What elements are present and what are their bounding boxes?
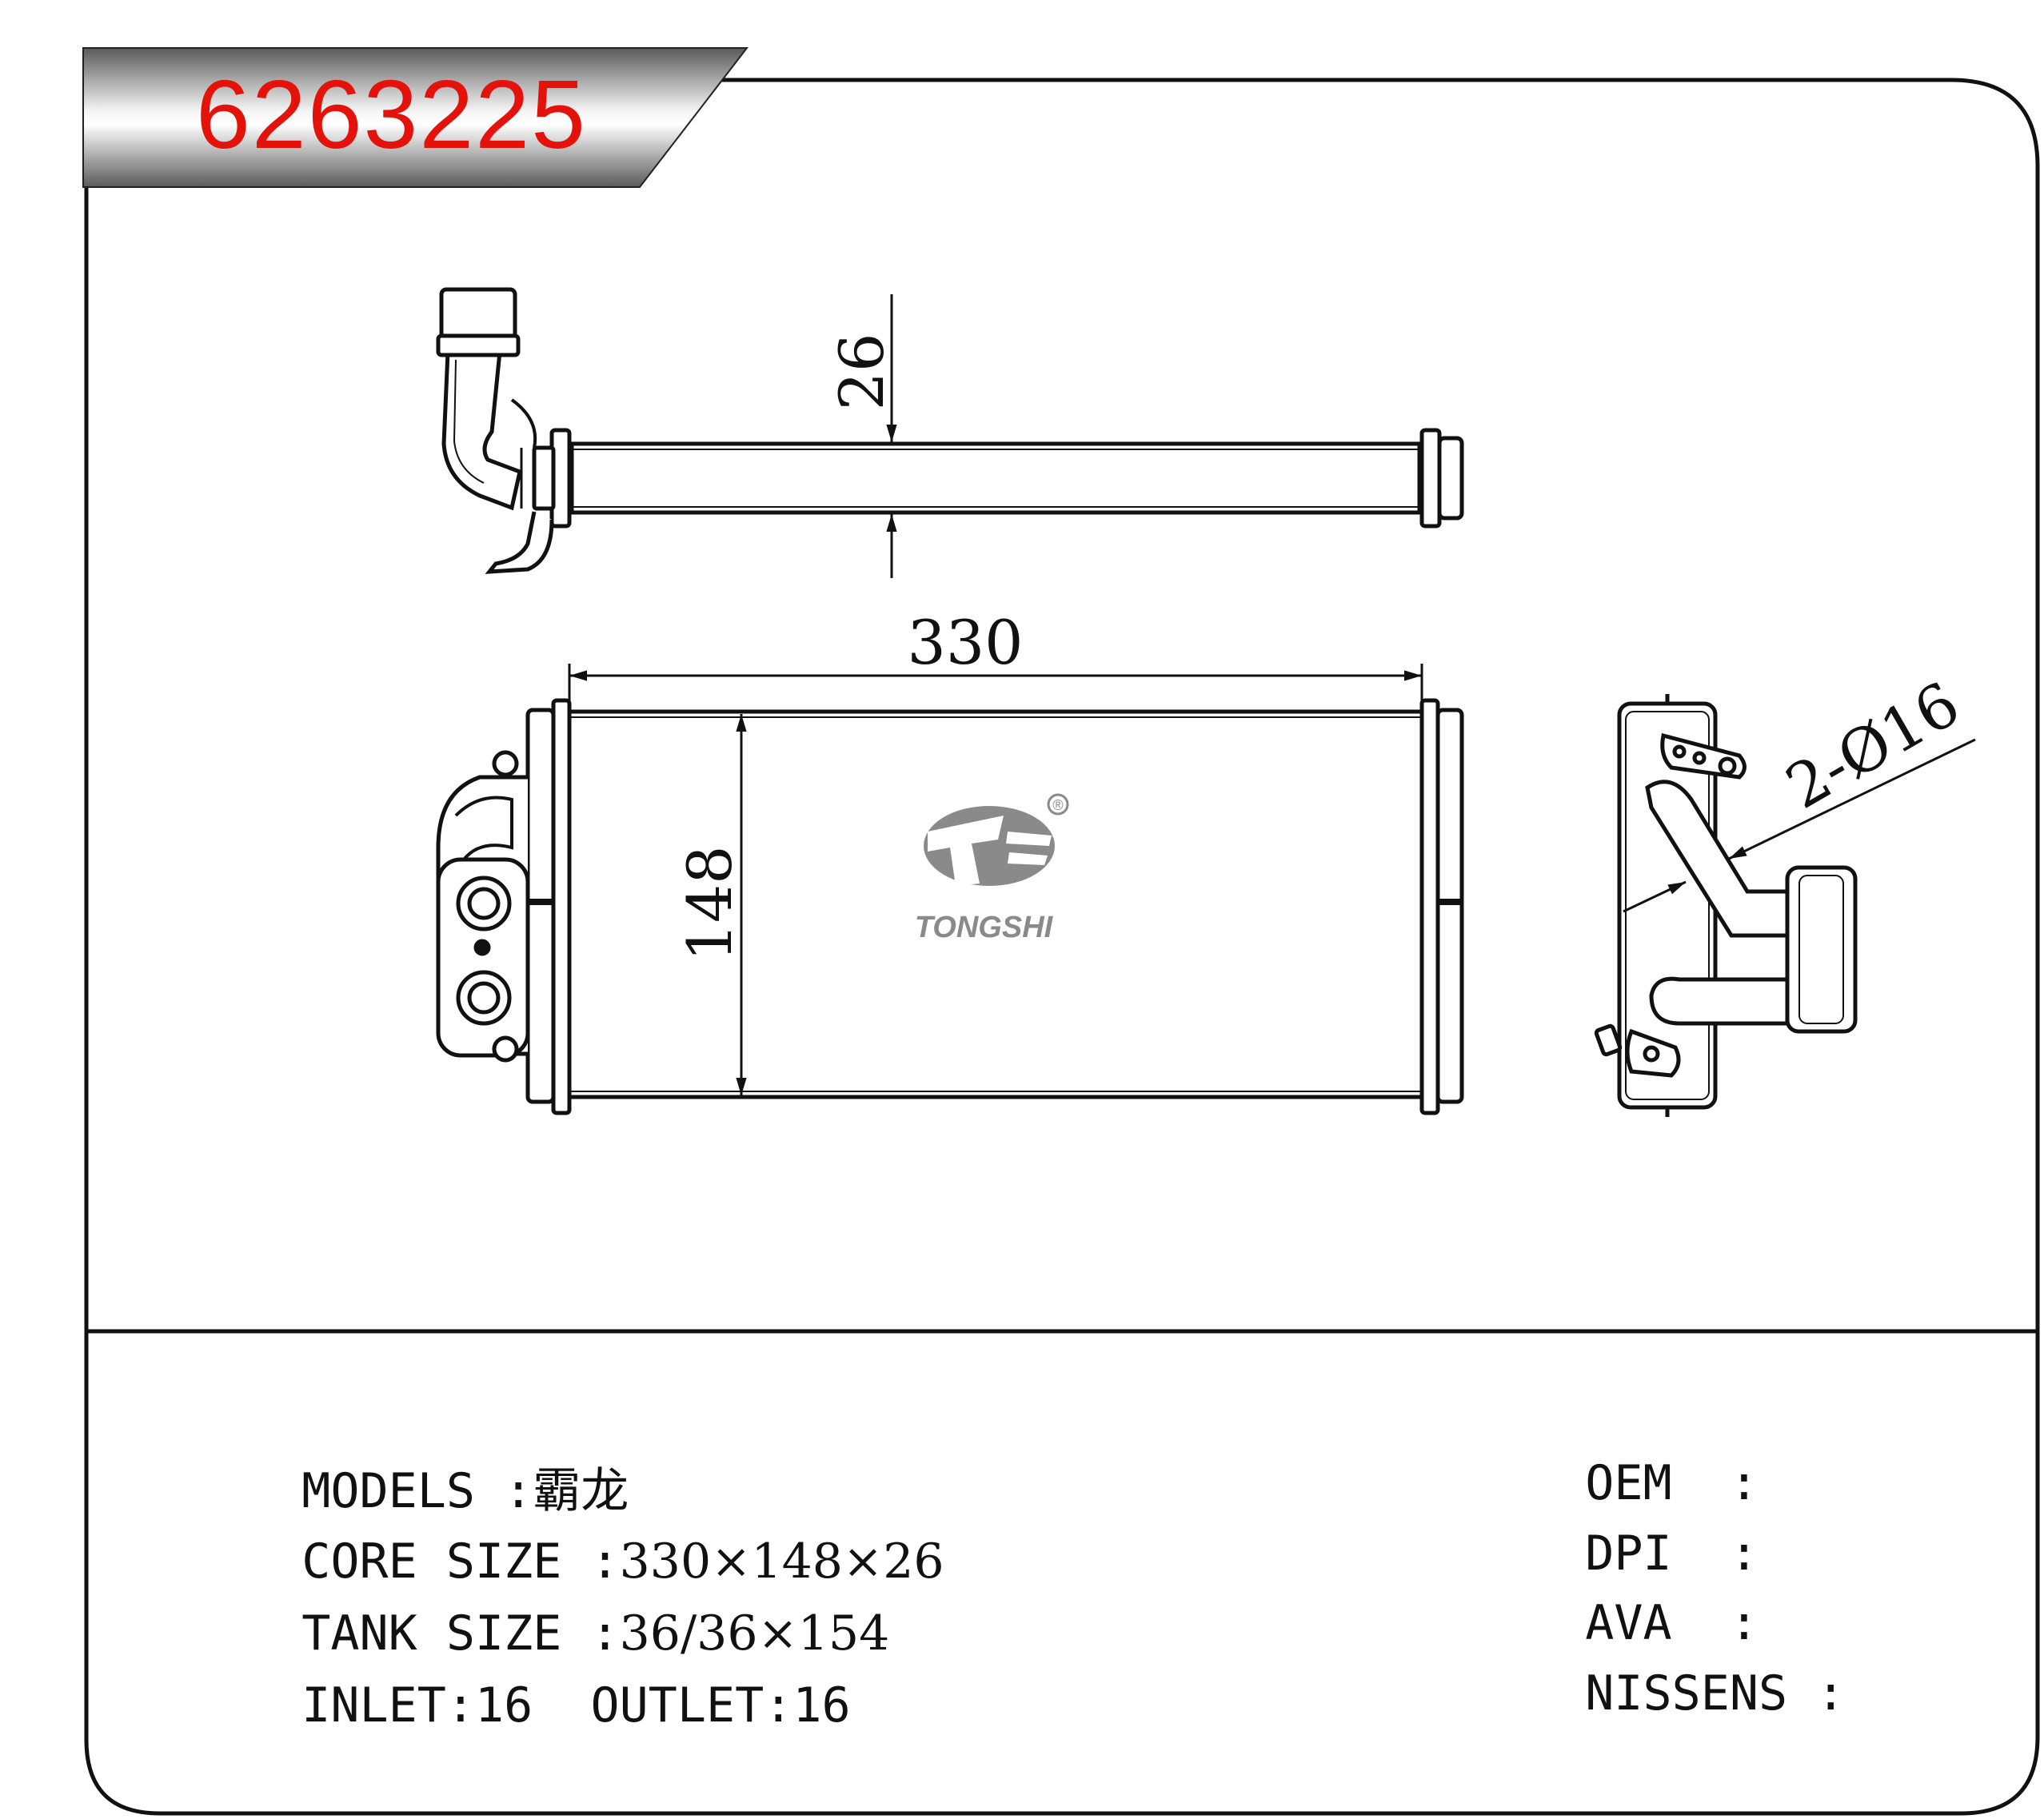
dpi-label: DPI [1585, 1526, 1672, 1582]
front-top-bolt [492, 750, 519, 777]
inlet-value: 16 [475, 1677, 533, 1733]
part-number: 6263225 [196, 60, 587, 169]
side-lower-pipe [1649, 976, 1790, 1026]
top-view [436, 287, 1464, 574]
models-value: 霸龙 [533, 1463, 629, 1519]
cross-ref-dpi: DPI : [1585, 1526, 1759, 1582]
tank-size-label: TANK SIZE : [301, 1606, 620, 1661]
top-right-tank [1419, 428, 1442, 529]
tongshi-logo: ® TONGSHI [915, 793, 1069, 944]
height-label: 148 [674, 845, 745, 961]
nissens-label: NISSENS [1585, 1665, 1788, 1721]
part-number-banner [82, 47, 749, 188]
front-bottom-bolt [492, 1035, 519, 1063]
port-diameter-label: 2-Ø16 [1775, 668, 1971, 823]
front-view [436, 698, 1464, 1115]
front-left-tank [525, 708, 556, 1104]
core-size-row: CORE SIZE :330×148×26 [244, 1490, 944, 1586]
front-right-tank [1435, 708, 1464, 1104]
width-dimension [568, 664, 1423, 710]
registered-mark: ® [1052, 797, 1063, 813]
top-inlet-pipe [441, 351, 522, 511]
front-right-plate [1419, 698, 1440, 1115]
front-left-plate [551, 698, 572, 1115]
ava-label: AVA [1585, 1595, 1672, 1651]
top-bracket [485, 511, 554, 574]
width-label: 330 [907, 607, 1023, 678]
inlet-outlet-row: INLET:16 OUTLET:16 [244, 1634, 850, 1729]
top-core-tube [569, 441, 1422, 515]
cross-ref-ava: AVA : [1585, 1595, 1759, 1651]
side-view [1594, 694, 1858, 1117]
models-label: MODELS : [301, 1463, 533, 1519]
oem-label: OEM [1585, 1455, 1672, 1511]
front-core [567, 709, 1424, 1099]
core-size-label: CORE SIZE : [301, 1534, 620, 1590]
cross-ref-nissens: NISSENS : [1585, 1665, 1846, 1721]
cross-ref-oem: OEM : [1585, 1455, 1759, 1511]
side-pipe-block [1785, 865, 1858, 1034]
outlet-label: OUTLET: [590, 1677, 793, 1733]
outer-frame [84, 78, 2040, 1816]
port-diameter-dimension [1623, 738, 1976, 913]
depth-label: 26 [826, 333, 897, 411]
inlet-label: INLET: [301, 1677, 475, 1733]
core-size-value: 330×148×26 [619, 1534, 944, 1590]
brand-name: TONGSHI [915, 911, 1054, 944]
tank-size-row: TANK SIZE :36/36×154 [244, 1562, 889, 1657]
side-upper-pipe [1645, 780, 1790, 938]
models-row: MODELS :霸龙 [244, 1419, 629, 1515]
outlet-value: 16 [792, 1677, 851, 1733]
tank-size-value: 36/36×154 [619, 1606, 890, 1661]
